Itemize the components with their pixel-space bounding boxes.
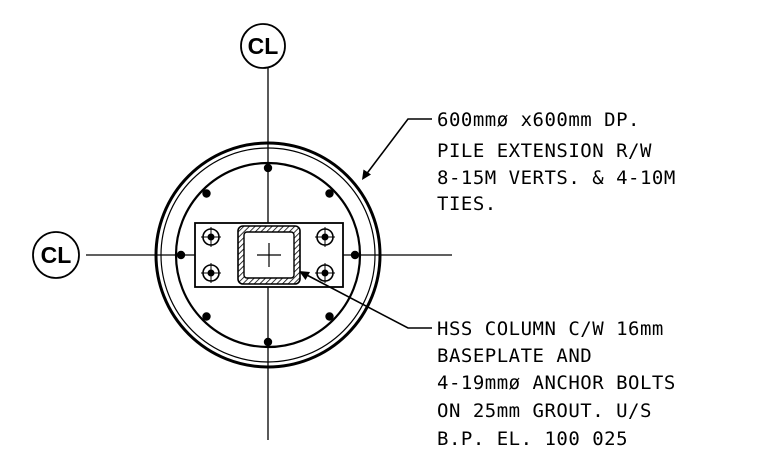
rebar-dot: [202, 312, 211, 321]
pile-outer-circle-inner-line: [160, 147, 376, 363]
rebar-dot: [350, 250, 360, 260]
top-centerline-bubble: CL: [240, 23, 286, 69]
column-note-line: HSS COLUMN C/W 16mm: [437, 318, 664, 340]
left-centerline-bubble: CL: [32, 231, 80, 279]
pile-note-line: PILE EXTENSION R/W: [437, 140, 652, 162]
column-note-line: BASEPLATE AND: [437, 345, 592, 367]
pile-note: 600mmø x600mm DP. PILE EXTENSION R/W 8-1…: [437, 109, 688, 215]
rebar-dot: [325, 312, 334, 321]
tie-circle: [174, 161, 362, 349]
rebar-dot: [263, 163, 273, 173]
anchor-bolt-br: [315, 263, 335, 283]
pile-note-leader: [362, 118, 432, 180]
column-note-leader: [299, 271, 432, 329]
hss-column: [237, 225, 301, 285]
top-centerline-label: CL: [248, 33, 279, 59]
column-note-line: ON 25mm GROUT. U/S: [437, 400, 652, 422]
left-centerline-label: CL: [41, 242, 72, 268]
column-note-line: 4-19mmø ANCHOR BOLTS: [437, 372, 676, 394]
pile-note-line: TIES.: [437, 193, 497, 215]
anchor-bolt-tr: [315, 227, 335, 247]
rebar-dot: [202, 189, 211, 198]
pile-note-line: 8-15M VERTS. & 4-10M: [437, 167, 676, 189]
rebar-dot: [176, 250, 186, 260]
column-note-line: B.P. EL. 100 025: [437, 428, 628, 450]
rebar-dot: [325, 189, 334, 198]
rebar-dot: [263, 337, 273, 347]
vertical-rebars: [176, 163, 360, 347]
pile-outer-circle: [154, 141, 382, 369]
column-note: HSS COLUMN C/W 16mm BASEPLATE AND 4-19mm…: [437, 318, 688, 450]
pile-note-line: 600mmø x600mm DP.: [437, 109, 640, 131]
anchor-bolt-tl: [201, 227, 221, 247]
anchor-bolt-bl: [201, 263, 221, 283]
